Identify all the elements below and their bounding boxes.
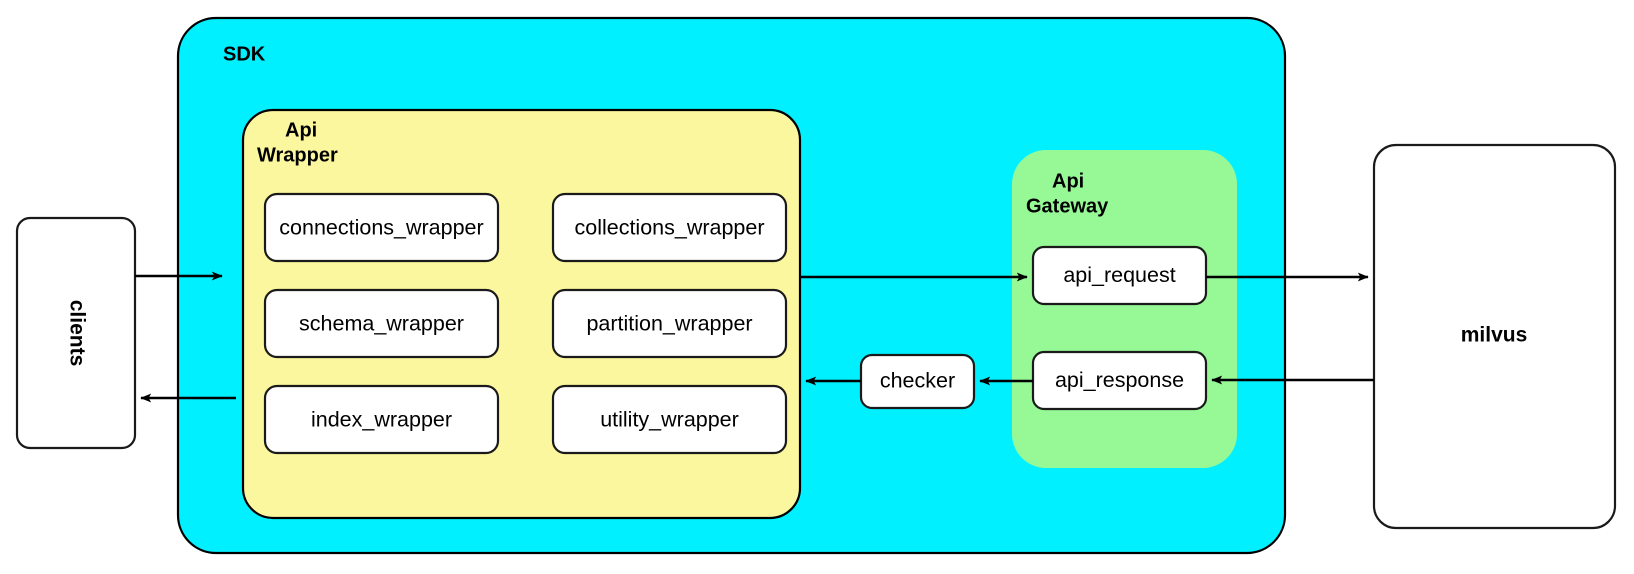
node-collections-wrapper[interactable]: collections_wrapper (551, 192, 788, 263)
partition-wrapper-box (551, 288, 788, 359)
node-utility-wrapper[interactable]: utility_wrapper (551, 384, 788, 455)
checker-label: checker (880, 369, 955, 393)
utility-wrapper-label: utility_wrapper (600, 408, 739, 432)
api-wrapper-label-line2: Wrapper (257, 144, 338, 166)
node-connections-wrapper[interactable]: connections_wrapper (263, 192, 500, 263)
node-index-wrapper[interactable]: index_wrapper (263, 384, 500, 455)
node-milvus[interactable]: milvus (1372, 143, 1617, 530)
milvus-box (1372, 143, 1617, 530)
api-wrapper-label-line1: Api (285, 119, 317, 141)
connections-wrapper-label: connections_wrapper (279, 216, 483, 240)
collections-wrapper-box (551, 192, 788, 263)
utility-wrapper-box (551, 384, 788, 455)
milvus-label: milvus (1461, 324, 1528, 347)
sdk-label: SDK (223, 43, 266, 65)
index-wrapper-label: index_wrapper (311, 408, 452, 432)
partition-wrapper-label: partition_wrapper (586, 312, 752, 336)
clients-box (15, 216, 137, 450)
api-gateway-label-line2: Gateway (1026, 195, 1109, 217)
clients-label: clients (65, 300, 88, 367)
node-api-request[interactable]: api_request (1031, 245, 1208, 306)
api-gateway-label-line1: Api (1052, 170, 1084, 192)
node-api-response[interactable]: api_response (1031, 350, 1208, 411)
node-schema-wrapper[interactable]: schema_wrapper (263, 288, 500, 359)
node-clients[interactable]: clients (15, 216, 137, 450)
schema-wrapper-box (263, 288, 500, 359)
index-wrapper-box (263, 384, 500, 455)
container-api-gateway[interactable]: Api Gateway (1012, 150, 1237, 468)
api-request-label: api_request (1063, 263, 1175, 287)
schema-wrapper-label: schema_wrapper (299, 312, 464, 336)
api-response-label: api_response (1055, 368, 1184, 392)
node-checker[interactable]: checker (859, 353, 976, 410)
collections-wrapper-label: collections_wrapper (574, 216, 764, 240)
connections-wrapper-box (263, 192, 500, 263)
node-partition-wrapper[interactable]: partition_wrapper (551, 288, 788, 359)
api-request-box (1031, 245, 1208, 306)
